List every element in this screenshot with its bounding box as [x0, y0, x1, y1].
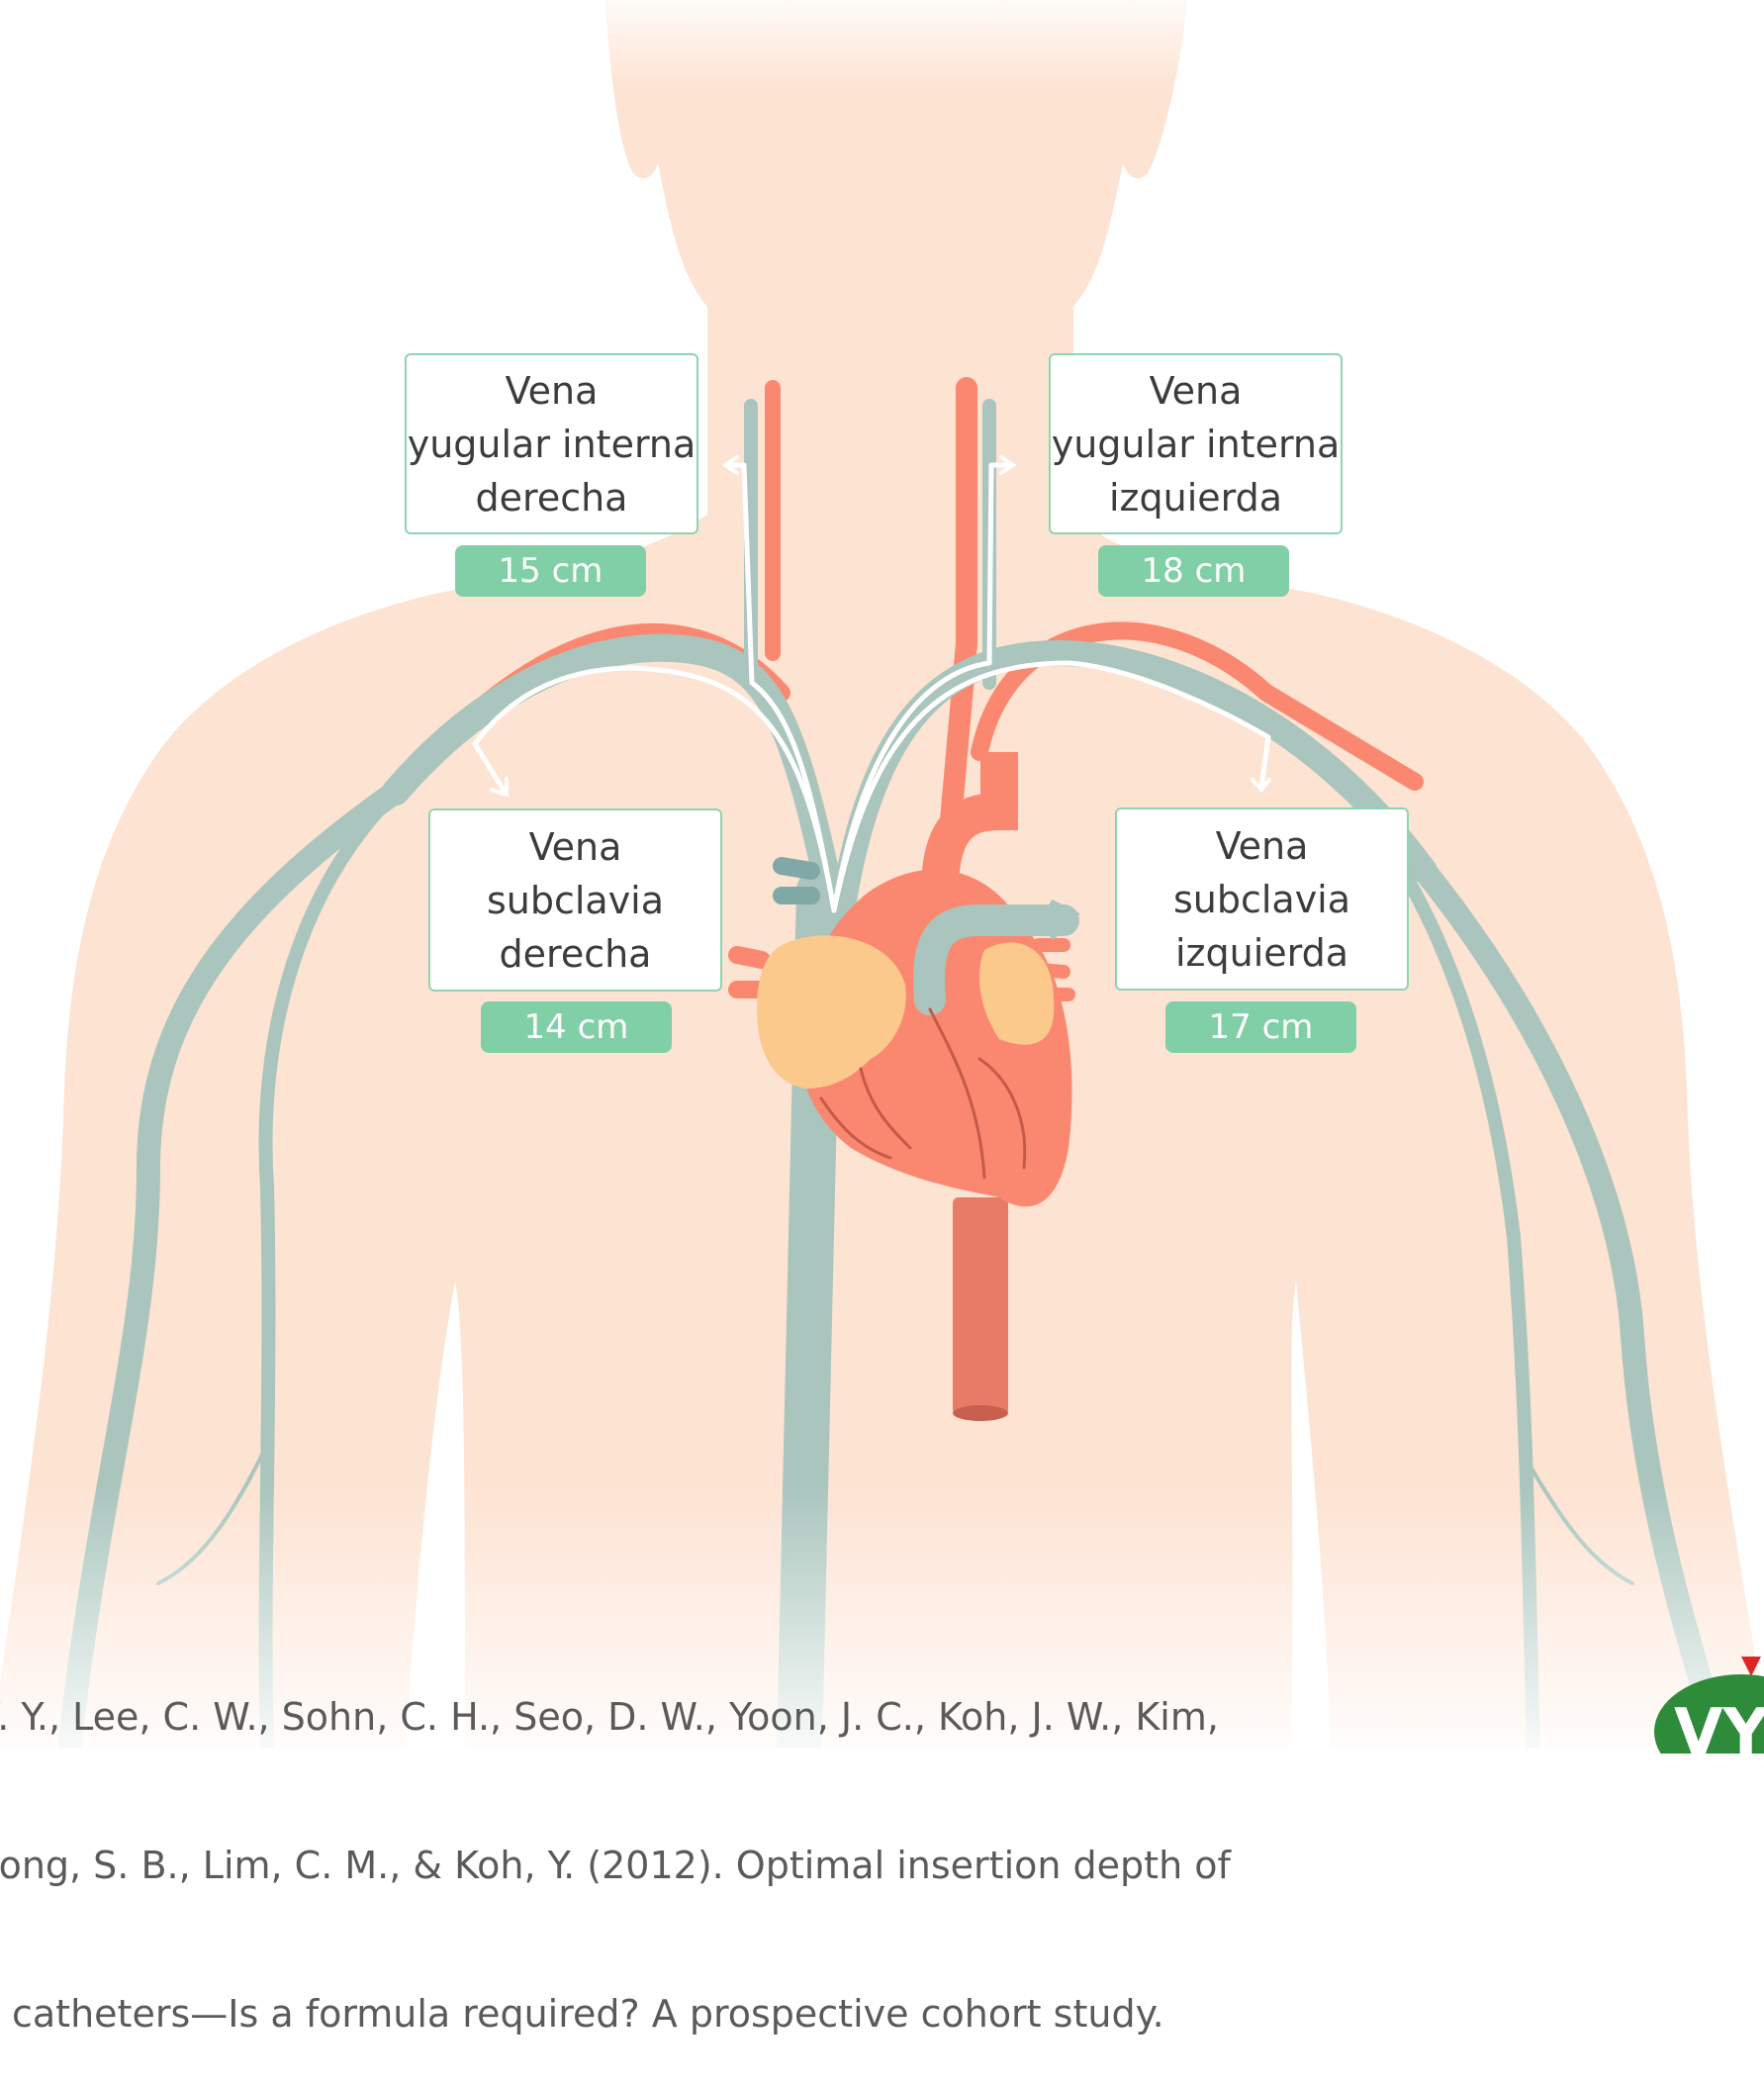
label-text-line: yugular interna	[408, 418, 696, 471]
label-text-line: derecha	[476, 471, 628, 524]
label-text-line: Vena	[506, 364, 599, 418]
label-text-line: yugular interna	[1052, 418, 1341, 471]
citation-line: W. Y., Lee, C. W., Sohn, C. H., Seo, D. …	[0, 1692, 1349, 1742]
label-text-line: izquierda	[1109, 471, 1282, 524]
label-text-line: Vena	[1150, 364, 1243, 418]
label-text-line: subclavia	[487, 874, 664, 927]
label-left-internal-jugular: Vena yugular interna izquierda	[1049, 353, 1343, 534]
logo-triangle-icon	[1741, 1657, 1761, 1676]
citation-line: Hong, S. B., Lim, C. M., & Koh, Y. (2012…	[0, 1841, 1349, 1890]
label-text-line: izquierda	[1175, 926, 1348, 980]
measure-badge-right-internal-jugular: 15 cm	[455, 545, 646, 597]
label-text-line: Vena	[1216, 819, 1309, 873]
logo-text: VY	[1674, 1696, 1764, 1754]
citation-line: catheters—Is a formula required? A prosp…	[0, 1989, 1349, 2039]
label-right-internal-jugular: Vena yugular interna derecha	[405, 353, 698, 534]
label-text-line: derecha	[500, 927, 652, 981]
descending-aorta	[953, 1197, 1008, 1415]
label-text-line: subclavia	[1173, 873, 1350, 926]
measure-badge-right-subclavian: 14 cm	[481, 1001, 672, 1053]
label-text-line: Vena	[529, 820, 622, 874]
label-left-subclavian: Vena subclavia izquierda	[1115, 807, 1409, 991]
label-right-subclavian: Vena subclavia derecha	[428, 808, 722, 992]
measure-badge-left-subclavian: 17 cm	[1165, 1001, 1356, 1053]
measure-badge-left-internal-jugular: 18 cm	[1098, 545, 1289, 597]
anatomy-illustration	[0, 0, 1764, 1749]
brand-logo: VY	[1654, 1655, 1764, 1754]
citation-text: W. Y., Lee, C. W., Sohn, C. H., Seo, D. …	[0, 1593, 1349, 2088]
